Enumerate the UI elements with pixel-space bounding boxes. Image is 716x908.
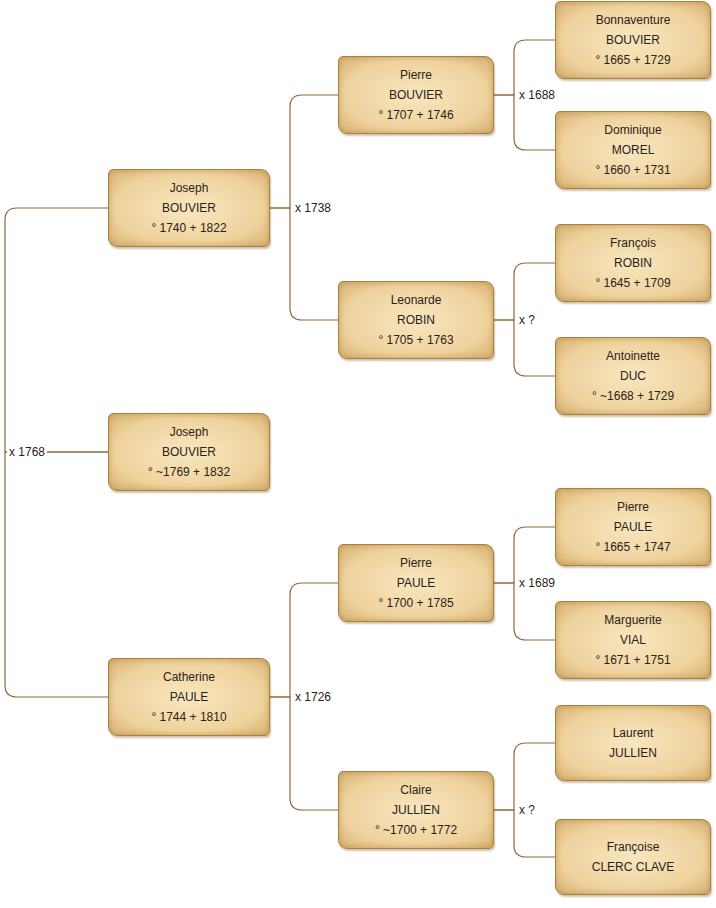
- surname: ROBIN: [562, 253, 704, 273]
- surname: JULLIEN: [562, 743, 704, 763]
- surname: BOUVIER: [115, 442, 263, 462]
- scroll-box: PierrePAULE° 1700 + 1785: [338, 544, 494, 622]
- scroll-box: DominiqueMOREL° 1660 + 1731: [555, 111, 711, 189]
- lineage-line: [494, 743, 555, 810]
- given-name: Laurent: [562, 723, 704, 743]
- lineage-line: [5, 208, 108, 452]
- given-name: Catherine: [115, 667, 263, 687]
- scroll-box: PierreBOUVIER° 1707 + 1746: [338, 56, 494, 134]
- surname: MOREL: [562, 140, 704, 160]
- life-dates: ° 1665 + 1729: [562, 50, 704, 70]
- surname: BOUVIER: [115, 198, 263, 218]
- surname: BOUVIER: [562, 30, 704, 50]
- lineage-line: [494, 583, 555, 640]
- life-dates: ° 1744 + 1810: [115, 707, 263, 727]
- scroll-box: LeonardeROBIN° 1705 + 1763: [338, 281, 494, 359]
- lineage-line: [270, 583, 338, 697]
- life-dates: ° 1671 + 1751: [562, 650, 704, 670]
- scroll-box: MargueriteVIAL° 1671 + 1751: [555, 601, 711, 679]
- surname: ROBIN: [345, 310, 487, 330]
- given-name: Marguerite: [562, 610, 704, 630]
- lineage-line: [270, 208, 338, 320]
- surname: DUC: [562, 366, 704, 386]
- life-dates: ° 1645 + 1709: [562, 273, 704, 293]
- lineage-line: [270, 95, 338, 208]
- scroll-box: FrançoisROBIN° 1645 + 1709: [555, 224, 711, 302]
- life-dates: ° 1660 + 1731: [562, 160, 704, 180]
- marriage-label: x 1688: [517, 87, 557, 103]
- given-name: Claire: [345, 780, 487, 800]
- life-dates: ° ~1700 + 1772: [345, 820, 487, 840]
- given-name: Pierre: [345, 65, 487, 85]
- surname: PAULE: [345, 573, 487, 593]
- lineage-line: [5, 452, 108, 697]
- scroll-box: LaurentJULLIEN: [555, 705, 711, 781]
- lineage-line: [494, 320, 555, 376]
- given-name: François: [562, 233, 704, 253]
- life-dates: ° 1740 + 1822: [115, 218, 263, 238]
- marriage-label: x ?: [517, 802, 537, 818]
- surname: PAULE: [115, 687, 263, 707]
- scroll-box: CatherinePAULE° 1744 + 1810: [108, 658, 270, 736]
- scroll-box: JosephBOUVIER° ~1769 + 1832: [108, 413, 270, 491]
- scroll-box: AntoinetteDUC° ~1668 + 1729: [555, 337, 711, 415]
- scroll-box: JosephBOUVIER° 1740 + 1822: [108, 169, 270, 247]
- marriage-label: x 1726: [293, 689, 333, 705]
- surname: JULLIEN: [345, 800, 487, 820]
- scroll-box: FrançoiseCLERC CLAVE: [555, 819, 711, 895]
- given-name: Dominique: [562, 120, 704, 140]
- life-dates: ° 1705 + 1763: [345, 330, 487, 350]
- life-dates: ° ~1769 + 1832: [115, 462, 263, 482]
- life-dates: ° 1700 + 1785: [345, 593, 487, 613]
- given-name: Pierre: [562, 497, 704, 517]
- given-name: Pierre: [345, 553, 487, 573]
- lineage-line: [270, 697, 338, 810]
- life-dates: ° 1707 + 1746: [345, 105, 487, 125]
- life-dates: ° 1665 + 1747: [562, 537, 704, 557]
- given-name: Leonarde: [345, 290, 487, 310]
- given-name: Françoise: [562, 837, 704, 857]
- surname: BOUVIER: [345, 85, 487, 105]
- marriage-label: x 1738: [293, 200, 333, 216]
- scroll-box: PierrePAULE° 1665 + 1747: [555, 488, 711, 566]
- marriage-label: x 1768: [7, 444, 47, 460]
- given-name: Antoinette: [562, 346, 704, 366]
- lineage-line: [494, 95, 555, 150]
- surname: CLERC CLAVE: [562, 857, 704, 877]
- given-name: Joseph: [115, 422, 263, 442]
- marriage-label: x ?: [517, 312, 537, 328]
- scroll-box: ClaireJULLIEN° ~1700 + 1772: [338, 771, 494, 849]
- given-name: Bonnaventure: [562, 10, 704, 30]
- marriage-label: x 1689: [517, 575, 557, 591]
- scroll-box: BonnaventureBOUVIER° 1665 + 1729: [555, 1, 711, 79]
- surname: PAULE: [562, 517, 704, 537]
- life-dates: ° ~1668 + 1729: [562, 386, 704, 406]
- given-name: Joseph: [115, 178, 263, 198]
- surname: VIAL: [562, 630, 704, 650]
